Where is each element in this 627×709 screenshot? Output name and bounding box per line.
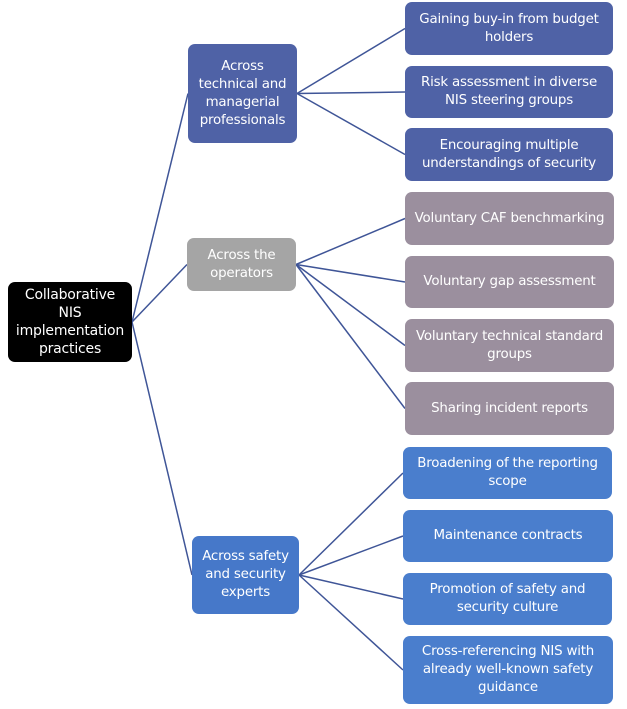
group-to-item-connector bbox=[296, 91, 406, 95]
item-label: Voluntary gap assessment bbox=[423, 274, 596, 289]
group-label: Across safety and security experts bbox=[202, 549, 289, 600]
item-label: Cross-referencing NIS with already well-… bbox=[421, 644, 595, 695]
group-to-item-connector bbox=[298, 574, 404, 671]
group-to-item-connector bbox=[296, 27, 406, 95]
group-node-technical-managerial: Across technical and managerial professi… bbox=[188, 44, 297, 143]
item-node: Maintenance contracts bbox=[403, 510, 613, 562]
group-node-operators: Across the operators bbox=[187, 238, 296, 291]
item-node: Sharing incident reports bbox=[405, 382, 614, 435]
item-node: Voluntary gap assessment bbox=[405, 256, 614, 308]
group-node-safety-security: Across safety and security experts bbox=[192, 536, 299, 614]
root-label: Collaborative NIS implementation practic… bbox=[15, 287, 125, 357]
item-label: Voluntary CAF benchmarking bbox=[414, 210, 605, 226]
group-to-item-connector bbox=[298, 472, 404, 576]
item-label: Gaining buy-in from budget holders bbox=[419, 11, 599, 45]
group-label: Across technical and managerial professi… bbox=[198, 58, 287, 128]
group-to-item-connector bbox=[295, 263, 406, 347]
item-label: Voluntary technical standard groups bbox=[415, 328, 604, 362]
root-to-group-connector bbox=[131, 93, 189, 323]
group-to-item-connector bbox=[295, 264, 406, 409]
item-label: Risk assessment in diverse NIS steering … bbox=[420, 75, 597, 108]
group-to-item-connector bbox=[295, 217, 406, 266]
root-node: Collaborative NIS implementation practic… bbox=[8, 282, 132, 362]
root-to-group-connector bbox=[131, 321, 193, 576]
item-label: Broadening of the reporting scope bbox=[417, 456, 598, 489]
item-node: Broadening of the reporting scope bbox=[403, 447, 612, 499]
item-label: Sharing incident reports bbox=[431, 400, 588, 416]
group-to-item-connector bbox=[295, 263, 406, 283]
group-label: Across the operators bbox=[207, 247, 276, 281]
item-node: Promotion of safety and security culture bbox=[403, 573, 612, 625]
group-to-item-connector bbox=[296, 92, 406, 156]
item-node: Cross-referencing NIS with already well-… bbox=[403, 636, 613, 704]
item-node: Voluntary CAF benchmarking bbox=[405, 192, 614, 245]
item-node: Gaining buy-in from budget holders bbox=[405, 2, 613, 55]
item-node: Voluntary technical standard groups bbox=[405, 319, 614, 372]
item-node: Risk assessment in diverse NIS steering … bbox=[405, 66, 613, 118]
item-label: Maintenance contracts bbox=[433, 528, 583, 543]
item-label: Encouraging multiple understandings of s… bbox=[421, 137, 596, 171]
root-to-group-connector bbox=[131, 263, 188, 323]
item-label: Promotion of safety and security culture bbox=[429, 582, 586, 615]
group-to-item-connector bbox=[298, 574, 404, 600]
item-node: Encouraging multiple understandings of s… bbox=[405, 128, 613, 181]
group-to-item-connector bbox=[298, 535, 404, 576]
